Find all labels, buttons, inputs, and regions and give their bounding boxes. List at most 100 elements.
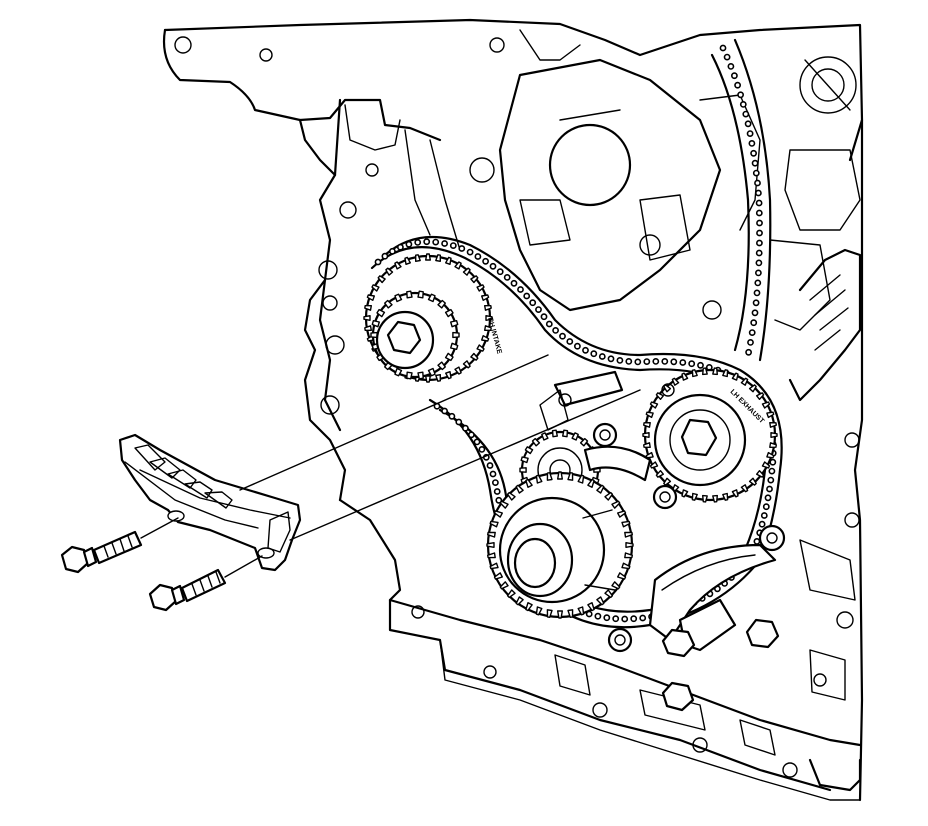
chain-link (747, 338, 754, 346)
gear-tooth (384, 299, 393, 309)
sprocket-tooth (445, 371, 452, 380)
gear-tooth (406, 371, 413, 380)
sprocket-tooth (611, 500, 621, 509)
sprocket-tooth (731, 372, 739, 381)
chain-link (559, 332, 566, 340)
sprocket-tooth (587, 602, 595, 612)
chain-link (754, 179, 761, 187)
chain-link (574, 342, 581, 350)
sprocket-tooth (740, 484, 749, 493)
chain-link (535, 306, 542, 313)
chain-link (751, 309, 759, 317)
chain-link (756, 229, 763, 237)
chain-link (755, 189, 762, 197)
sprocket-tooth (557, 610, 563, 619)
sprocket-tooth (671, 377, 680, 386)
chain-link (495, 496, 503, 504)
sprocket-tooth (756, 470, 765, 478)
sprocket-tooth (484, 305, 492, 311)
chain-link (603, 614, 611, 622)
gear-tooth (519, 467, 527, 473)
sprocket-tooth (485, 315, 493, 321)
guide-bolt-lower (148, 568, 227, 612)
gear-tooth (450, 342, 459, 350)
sprocket-tooth (769, 422, 777, 428)
gear-tooth (394, 367, 403, 377)
sprocket-tooth (761, 401, 771, 409)
sprocket-tooth (454, 261, 462, 270)
sprocket-tooth (567, 472, 574, 481)
chain-link (727, 63, 735, 70)
chain-link (467, 431, 475, 439)
sprocket-tooth (740, 377, 749, 386)
sprocket-tooth (722, 369, 729, 378)
right-sprocket-bolt-head (680, 418, 718, 457)
gear-tooth (452, 331, 460, 339)
sprocket-tooth (470, 275, 479, 284)
chain-link (441, 407, 448, 415)
sprocket-tooth (489, 520, 499, 528)
sprocket-tooth (649, 401, 659, 409)
chain-link (766, 485, 773, 493)
assembly-leader-lines (140, 354, 641, 578)
sprocket-tooth (489, 562, 499, 570)
sprocket-tooth (476, 284, 485, 292)
sprocket-tooth (702, 494, 708, 503)
chain-link (737, 91, 744, 99)
chain-link (630, 615, 638, 623)
chain-link (529, 299, 537, 307)
chain-link (670, 358, 678, 366)
sprocket-tooth (617, 572, 627, 580)
chain-link (621, 615, 629, 623)
secondary-timing-chain (710, 38, 772, 362)
chain-link (458, 245, 466, 252)
chain-link (396, 243, 404, 251)
chain-link (489, 470, 497, 478)
chain-link (679, 359, 687, 366)
chain-link (745, 348, 752, 356)
sprocket-tooth (611, 581, 621, 590)
sprocket-tooth (691, 369, 698, 378)
chain-link (482, 257, 489, 265)
chain-link (639, 614, 647, 622)
sprocket-tooth (515, 596, 524, 606)
gear-tooth (444, 352, 454, 362)
sprocket-tooth (363, 315, 371, 321)
sprocket-tooth (624, 552, 633, 559)
sprocket-tooth (435, 374, 441, 382)
chain-link (590, 350, 598, 358)
chain-link (752, 299, 760, 307)
sprocket-tooth (506, 491, 516, 501)
chain-link (762, 503, 770, 511)
sprocket-tooth (712, 367, 718, 376)
sprocket-tooth (756, 392, 765, 400)
chain-link (750, 149, 757, 157)
chain-link (461, 424, 469, 432)
chain-link (552, 326, 559, 334)
sprocket-tooth (681, 372, 689, 381)
chain-link (582, 346, 589, 354)
sprocket-tooth (499, 581, 509, 590)
sprocket-tooth (366, 294, 375, 301)
chain-link (510, 279, 518, 287)
sprocket-tooth (722, 492, 729, 501)
center-chain-guide (539, 370, 678, 510)
chain-link (751, 159, 759, 167)
gear-tooth (371, 320, 380, 328)
chain-link (540, 313, 548, 321)
chain-link (754, 279, 762, 287)
sprocket-tooth (567, 609, 574, 618)
chain-link (374, 258, 382, 266)
chain-link (545, 320, 553, 328)
chain-link (423, 238, 431, 246)
sprocket-tooth (748, 384, 757, 393)
chain-link (755, 249, 763, 257)
chain-link (746, 130, 754, 137)
chain-link (734, 81, 741, 89)
sprocket-tooth (486, 542, 495, 548)
gear-tooth (437, 361, 446, 371)
sprocket-tooth (484, 325, 492, 331)
sprocket-tooth (617, 510, 627, 518)
